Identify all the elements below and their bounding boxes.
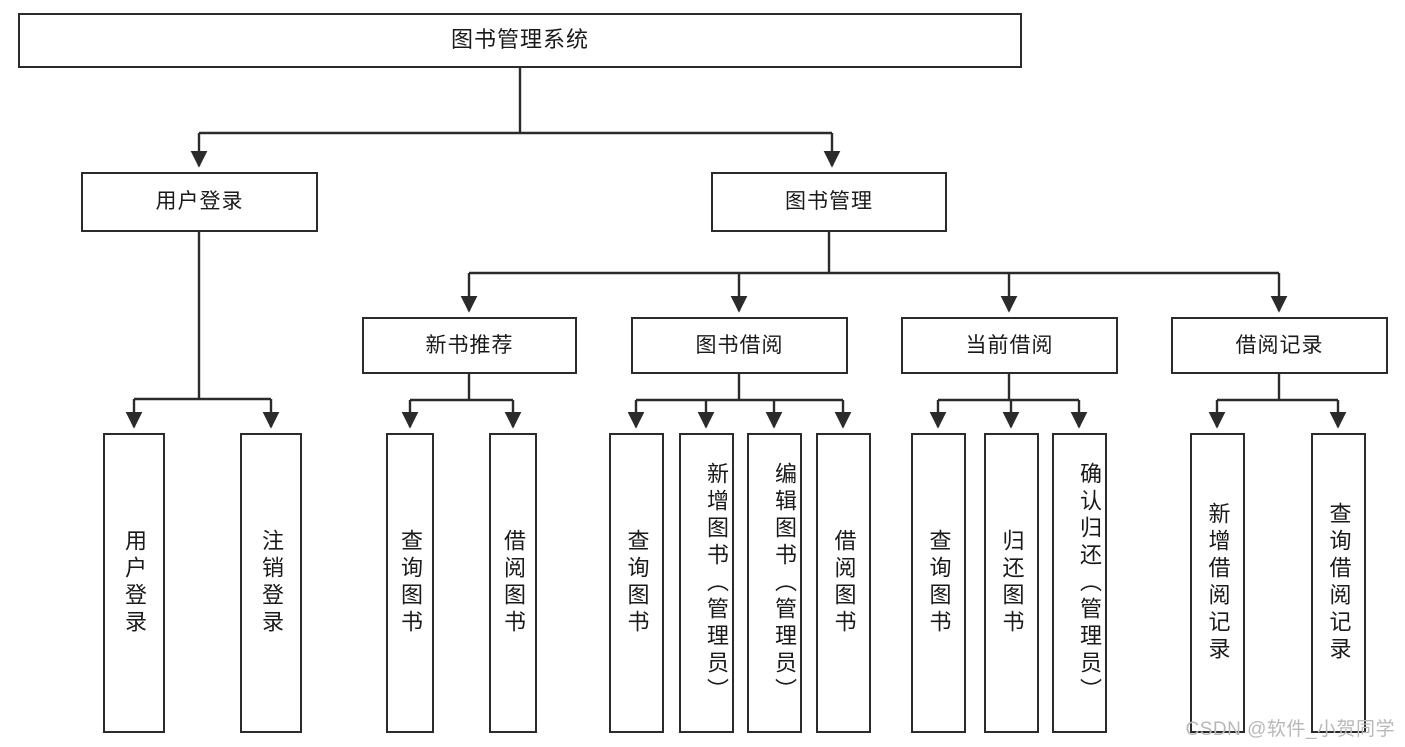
node-new-book-recommend-label: 新书推荐 <box>425 333 514 357</box>
node-leaf-edit-book-admin[interactable]: 编辑图书（管理员） <box>747 433 802 733</box>
node-book-borrow[interactable]: 图书借阅 <box>631 317 848 374</box>
node-current-borrow[interactable]: 当前借阅 <box>901 317 1118 374</box>
node-leaf-edit-book-admin-label: 编辑图书（管理员） <box>772 461 797 705</box>
node-leaf-confirm-return-admin-label: 确认归还（管理员） <box>1077 461 1102 705</box>
node-borrow-record-label: 借阅记录 <box>1235 333 1324 357</box>
node-leaf-query-borrow-record[interactable]: 查询借阅记录 <box>1311 433 1366 733</box>
node-leaf-borrow-book-1-label: 借阅图书 <box>501 529 526 637</box>
node-leaf-logout-login[interactable]: 注销登录 <box>240 433 302 733</box>
node-current-borrow-label: 当前借阅 <box>965 333 1054 357</box>
node-leaf-return-book[interactable]: 归还图书 <box>984 433 1039 733</box>
node-leaf-query-book-1[interactable]: 查询图书 <box>386 433 434 733</box>
node-leaf-query-book-1-label: 查询图书 <box>398 529 423 637</box>
node-leaf-add-book-admin-label: 新增图书（管理员） <box>704 461 729 705</box>
node-borrow-record[interactable]: 借阅记录 <box>1171 317 1388 374</box>
node-leaf-borrow-book-2[interactable]: 借阅图书 <box>816 433 871 733</box>
node-leaf-add-borrow-record[interactable]: 新增借阅记录 <box>1190 433 1245 733</box>
watermark: CSDN @软件_小贺同学 <box>1185 719 1395 740</box>
node-leaf-borrow-book-1[interactable]: 借阅图书 <box>489 433 537 733</box>
node-user-login-label: 用户登录 <box>155 190 244 214</box>
node-leaf-return-book-label: 归还图书 <box>999 529 1025 637</box>
node-leaf-borrow-book-2-label: 借阅图书 <box>831 529 857 637</box>
node-root[interactable]: 图书管理系统 <box>18 13 1022 68</box>
node-leaf-user-login-label: 用户登录 <box>122 529 147 637</box>
node-book-manage-label: 图书管理 <box>785 190 873 214</box>
node-leaf-query-borrow-record-label: 查询借阅记录 <box>1326 502 1352 664</box>
node-leaf-query-book-3-label: 查询图书 <box>926 529 952 637</box>
node-leaf-user-login[interactable]: 用户登录 <box>103 433 165 733</box>
node-root-label: 图书管理系统 <box>450 27 589 53</box>
node-leaf-logout-login-label: 注销登录 <box>259 529 284 637</box>
node-book-borrow-label: 图书借阅 <box>695 333 784 357</box>
node-leaf-add-borrow-record-label: 新增借阅记录 <box>1205 502 1231 664</box>
node-new-book-recommend[interactable]: 新书推荐 <box>362 317 577 374</box>
node-leaf-query-book-2[interactable]: 查询图书 <box>609 433 664 733</box>
node-leaf-add-book-admin[interactable]: 新增图书（管理员） <box>679 433 734 733</box>
node-leaf-confirm-return-admin[interactable]: 确认归还（管理员） <box>1052 433 1107 733</box>
node-leaf-query-book-2-label: 查询图书 <box>624 529 650 637</box>
node-leaf-query-book-3[interactable]: 查询图书 <box>911 433 966 733</box>
node-user-login[interactable]: 用户登录 <box>81 172 318 232</box>
node-book-manage[interactable]: 图书管理 <box>711 172 947 232</box>
